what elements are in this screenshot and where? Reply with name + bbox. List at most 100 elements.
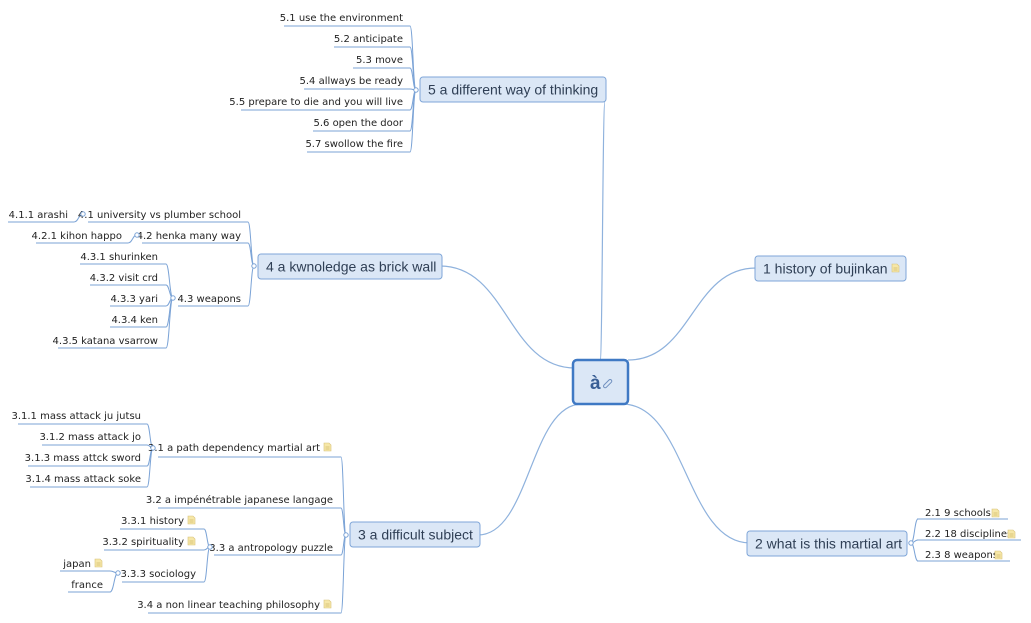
topic-4-3-1-shurinken[interactable]: 4.3.1 shurinken: [80, 252, 166, 265]
note-icon[interactable]: [323, 599, 332, 609]
collapse-toggle[interactable]: [207, 544, 213, 550]
topic-label: 3.4 a non linear teaching philosophy: [137, 600, 320, 611]
topic-4-3-weapons[interactable]: 4.3 weapons: [177, 294, 248, 307]
topic-label: 5.7 swollow the fire: [305, 139, 403, 150]
collapse-toggle[interactable]: [170, 295, 176, 301]
topic-label: 4.2.1 kihon happo: [32, 231, 122, 242]
topic-label: 3.2 a impénétrable japanese langage: [146, 494, 333, 506]
collapse-toggle[interactable]: [343, 532, 349, 538]
topic-label: 2.2 18 disciplines: [925, 529, 1012, 540]
topic-label: 5.6 open the door: [313, 118, 403, 129]
topic-3-2-a-imp-n-trable-japanese-langage[interactable]: 3.2 a impénétrable japanese langage: [146, 494, 341, 509]
collapse-toggle[interactable]: [150, 445, 156, 451]
topic-3-4-a-non-linear-teaching-philosophy[interactable]: 3.4 a non linear teaching philosophy: [137, 599, 341, 614]
topic-3-1-a-path-dependency-martial-art[interactable]: 3.1 a path dependency martial art: [148, 442, 341, 458]
topic-japan[interactable]: japan: [60, 558, 110, 572]
topic-label: france: [71, 580, 103, 591]
topic-3-1-2-mass-attack-jo[interactable]: 3.1.2 mass attack jo: [39, 432, 147, 446]
topic-4-2-1-kihon-happo[interactable]: 4.2.1 kihon happo: [32, 231, 128, 244]
collapse-toggle[interactable]: [908, 540, 914, 546]
topic-label: 5.1 use the environment: [280, 13, 403, 24]
topic-box: [754, 255, 907, 282]
topic-5-1-use-the-environment[interactable]: 5.1 use the environment: [280, 13, 410, 27]
main-topic-5-a-different-way-of-thinking[interactable]: 5 a different way of thinking: [419, 76, 607, 103]
topic-label: 3.1.2 mass attack jo: [39, 432, 141, 443]
collapse-toggle[interactable]: [413, 87, 419, 93]
topic-label: 3.3.1 history: [121, 516, 184, 527]
central-topic-box: [571, 358, 630, 406]
topic-3-3-a-antropology-puzzle[interactable]: 3.3 a antropology puzzle: [209, 543, 341, 556]
topic-france[interactable]: france: [68, 580, 110, 593]
topic-3-1-4-mass-attack-soke[interactable]: 3.1.4 mass attack soke: [25, 474, 147, 488]
topic-box: [349, 521, 481, 548]
topic-5-5-prepare-to-die-and-you-will-live[interactable]: 5.5 prepare to die and you will live: [229, 97, 410, 111]
note-icon[interactable]: [323, 442, 332, 452]
topic-4-3-3-yari[interactable]: 4.3.3 yari: [110, 294, 166, 307]
central-topic-label: à: [590, 373, 601, 394]
mind-map-nodes: à 1 history of bujinkan 2 what is this mar…: [8, 13, 1021, 614]
note-icon[interactable]: [1007, 529, 1016, 539]
topic-3-3-3-sociology[interactable]: 3.3.3 sociology: [120, 569, 204, 583]
topic-label: 4.3.4 ken: [111, 315, 158, 326]
topic-label: 4.2 henka many way: [137, 231, 241, 242]
link-icon[interactable]: [603, 379, 613, 389]
topic-label: 1 history of bujinkan: [763, 261, 888, 277]
main-topic-2-what-is-this-martial-art[interactable]: 2 what is this martial art: [746, 530, 908, 557]
topic-5-3-move[interactable]: 5.3 move: [353, 55, 410, 69]
topic-3-3-2-spirituality[interactable]: 3.3.2 spirituality: [102, 536, 204, 551]
topic-4-3-5-katana-vsarrow[interactable]: 4.3.5 katana vsarrow: [53, 336, 166, 349]
topic-2-1-9-schools[interactable]: 2.1 9 schools: [917, 508, 1008, 520]
topic-label: 4.3.5 katana vsarrow: [53, 336, 158, 347]
main-topic-3-a-difficult-subject[interactable]: 3 a difficult subject: [349, 521, 481, 548]
collapse-toggle[interactable]: [251, 263, 257, 269]
topic-label: 4.1.1 arashi: [9, 210, 68, 221]
connector-lines: [73, 25, 919, 614]
topic-label: 5.5 prepare to die and you will live: [229, 97, 403, 108]
central-topic[interactable]: à: [571, 358, 630, 406]
topic-label: 3.1.3 mass attck sword: [25, 453, 141, 464]
collapse-toggle[interactable]: [134, 232, 140, 238]
topic-label: 5.2 anticipate: [334, 34, 403, 45]
topic-2-3-8-weapons[interactable]: 2.3 8 weapons: [917, 550, 1010, 562]
topic-label: 4.3 weapons: [177, 294, 241, 305]
topic-4-3-2-visit-crd[interactable]: 4.3.2 visit crd: [90, 273, 166, 286]
topic-3-3-1-history[interactable]: 3.3.1 history: [120, 515, 204, 530]
topic-4-2-henka-many-way[interactable]: 4.2 henka many way: [137, 231, 248, 244]
topic-4-1-university-vs-plumber-school[interactable]: 4.1 university vs plumber school: [78, 210, 248, 223]
topic-label: 3 a difficult subject: [358, 527, 473, 543]
main-topic-4-a-kwnoledge-as-brick-wall[interactable]: 4 a kwnoledge as brick wall: [257, 253, 443, 280]
topic-3-1-1-mass-attack-ju-jutsu[interactable]: 3.1.1 mass attack ju jutsu: [11, 411, 147, 425]
topic-3-1-3-mass-attck-sword[interactable]: 3.1.3 mass attck sword: [25, 453, 147, 467]
topic-label: 3.3.3 sociology: [120, 569, 196, 580]
note-icon[interactable]: [891, 263, 900, 273]
topic-5-4-allways-be-ready[interactable]: 5.4 allways be ready: [300, 76, 411, 90]
topic-label: 5 a different way of thinking: [428, 82, 598, 98]
topic-label: 3.1.4 mass attack soke: [25, 474, 141, 485]
topic-5-2-anticipate[interactable]: 5.2 anticipate: [334, 34, 410, 48]
main-topic-1-history-of-bujinkan[interactable]: 1 history of bujinkan: [754, 255, 907, 282]
topic-box: [419, 76, 607, 103]
topic-2-2-18-disciplines[interactable]: 2.2 18 disciplines: [917, 529, 1021, 541]
topic-label: 3.1.1 mass attack ju jutsu: [11, 411, 141, 422]
note-icon[interactable]: [187, 536, 196, 546]
topic-label: 4.3.2 visit crd: [90, 273, 158, 284]
note-icon[interactable]: [994, 550, 1003, 560]
topic-label: 4 a kwnoledge as brick wall: [266, 259, 436, 275]
note-icon[interactable]: [94, 558, 103, 568]
topic-label: 2.3 8 weapons: [925, 550, 998, 561]
note-icon[interactable]: [991, 508, 1000, 518]
topic-label: 4.3.1 shurinken: [80, 252, 158, 263]
topic-box: [257, 253, 443, 280]
note-icon[interactable]: [187, 515, 196, 525]
topic-label: 5.3 move: [356, 55, 403, 66]
topic-4-1-1-arashi[interactable]: 4.1.1 arashi: [8, 210, 74, 223]
topic-label: 2.1 9 schools: [925, 508, 991, 519]
topic-5-7-swollow-the-fire[interactable]: 5.7 swollow the fire: [305, 139, 410, 153]
topic-4-3-4-ken[interactable]: 4.3.4 ken: [110, 315, 166, 328]
topic-label: 2 what is this martial art: [755, 536, 902, 552]
collapse-toggle[interactable]: [115, 570, 121, 576]
topic-5-6-open-the-door[interactable]: 5.6 open the door: [313, 118, 410, 132]
collapse-toggle[interactable]: [80, 211, 86, 217]
topic-label: 3.1 a path dependency martial art: [148, 443, 320, 454]
